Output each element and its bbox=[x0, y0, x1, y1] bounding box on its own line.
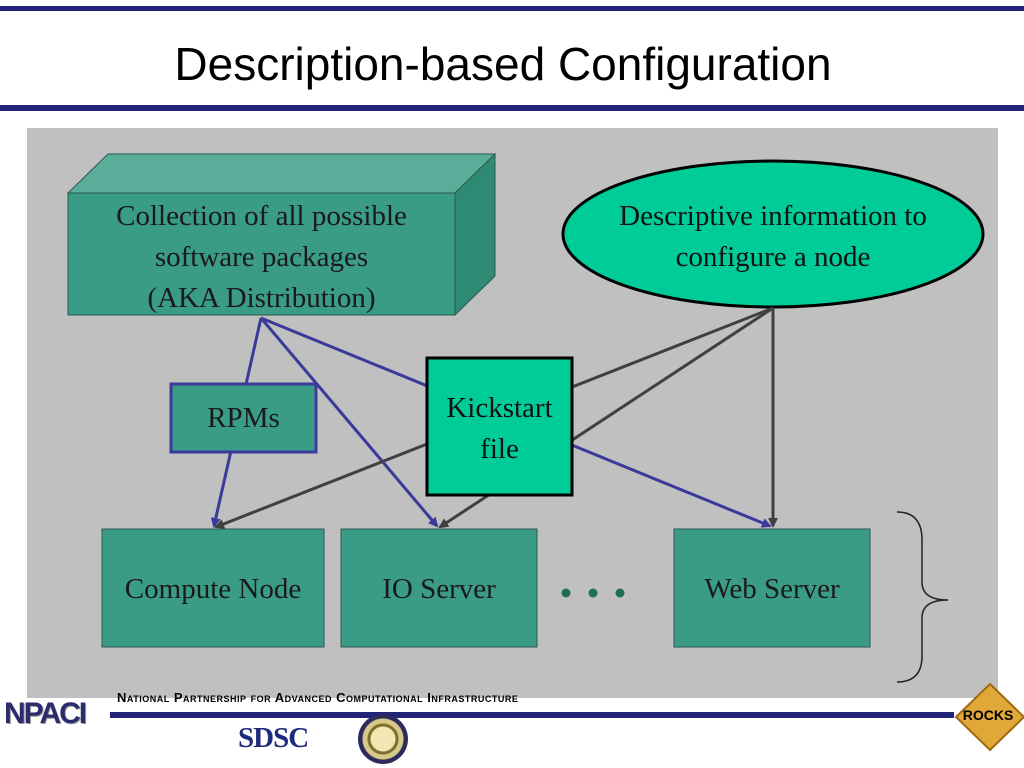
kickstart-label: Kickstart file bbox=[427, 388, 572, 470]
footer-rule bbox=[110, 712, 954, 718]
description-label-line: Descriptive information to bbox=[619, 200, 927, 232]
rpms-label: RPMs bbox=[207, 402, 280, 434]
university-seal-icon bbox=[358, 714, 408, 764]
sdsc-logo: SDSC bbox=[238, 722, 309, 754]
right-brace bbox=[896, 511, 949, 683]
kickstart-label-line: file bbox=[480, 433, 519, 465]
compute-node-box bbox=[101, 528, 325, 648]
web-server-label: Web Server bbox=[704, 573, 840, 605]
distribution-label: Collection of all possible software pack… bbox=[68, 196, 455, 319]
description-ellipse bbox=[561, 159, 985, 309]
ellipsis-dots bbox=[561, 588, 625, 598]
compute-node-label: Compute Node bbox=[124, 573, 302, 605]
header-rule-top bbox=[0, 6, 1024, 11]
distribution-label-line: Collection of all possible bbox=[116, 200, 407, 232]
distribution-label-line: software packages bbox=[154, 241, 369, 273]
description-label-line: configure a node bbox=[675, 241, 871, 273]
npaci-logo: NPACI bbox=[4, 697, 87, 730]
distribution-label-line: (AKA Distribution) bbox=[147, 282, 376, 314]
rocks-logo bbox=[954, 682, 1024, 752]
arrow-dist-to-io bbox=[259, 317, 439, 528]
io-server-label: IO Server bbox=[382, 573, 496, 605]
kickstart-box bbox=[425, 356, 574, 497]
io-server-box bbox=[340, 528, 538, 648]
rocks-logo-text: ROCKS bbox=[962, 707, 1014, 723]
description-label: Descriptive information to configure a n… bbox=[563, 196, 983, 278]
slide-title: Description-based Configuration bbox=[174, 38, 832, 90]
rpms-box bbox=[169, 382, 318, 454]
header-rule-bottom bbox=[0, 105, 1024, 111]
kickstart-label-line: Kickstart bbox=[446, 392, 553, 424]
web-server-box bbox=[673, 528, 871, 648]
distribution-box bbox=[66, 152, 497, 317]
footer-text: National Partnership for Advanced Comput… bbox=[117, 690, 519, 705]
